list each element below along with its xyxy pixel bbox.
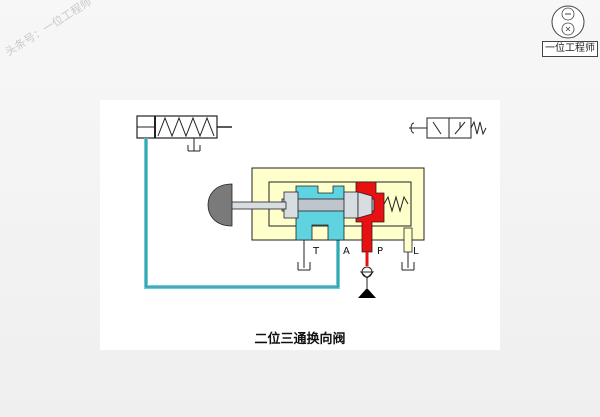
port-t-label: T (313, 246, 320, 257)
port-stems (297, 240, 415, 298)
valve-body (251, 167, 425, 253)
logo-icon (551, 5, 585, 39)
port-l-label: L (413, 246, 419, 257)
push-button (207, 183, 287, 227)
diagram-caption: 二位三通换向阀 (254, 332, 346, 347)
valve-symbol (409, 117, 487, 139)
port-p-label: P (377, 246, 384, 257)
logo-label: 一位工程师 (542, 41, 598, 57)
spring-cylinder (136, 115, 232, 152)
pipe-a-line (144, 138, 340, 289)
port-a-label: A (343, 246, 350, 257)
